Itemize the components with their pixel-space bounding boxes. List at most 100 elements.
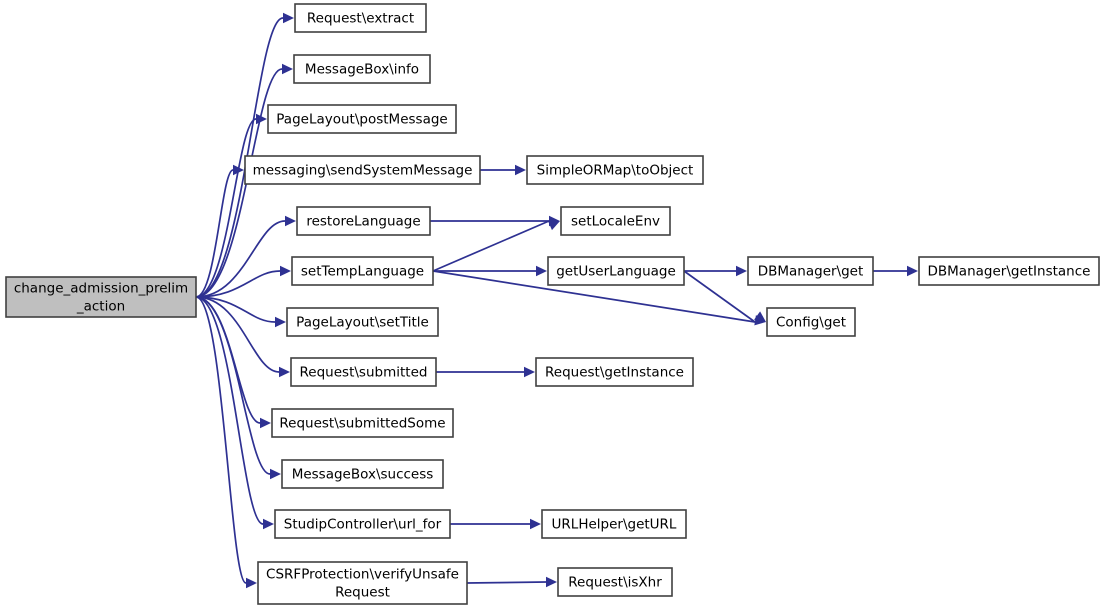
node-label: Config\get: [776, 315, 846, 331]
edges-layer: [195, 12, 918, 589]
node-label: PageLayout\postMessage: [276, 112, 447, 128]
call-edge: [195, 296, 274, 530]
edge-line: [195, 296, 271, 475]
arrowhead-icon: [754, 311, 766, 322]
graph-node-dbmanager-get[interactable]: DBManager\get: [747, 256, 874, 286]
node-box[interactable]: [257, 561, 468, 605]
edge-line: [466, 581, 547, 584]
node-label-line2: _action: [76, 299, 125, 315]
arrowhead-icon: [233, 164, 244, 176]
node-box[interactable]: [560, 206, 671, 236]
graph-node-simpleormap-toobject[interactable]: SimpleORMap\toObject: [526, 155, 704, 185]
graph-node-messagebox-success[interactable]: MessageBox\success: [281, 459, 444, 489]
graph-node-request-submittedsome[interactable]: Request\submittedSome: [271, 408, 454, 438]
node-box[interactable]: [294, 3, 427, 33]
node-box[interactable]: [535, 357, 694, 387]
node-label: Request\submitted: [300, 365, 428, 381]
graph-node-settemplanguage[interactable]: setTempLanguage: [291, 256, 434, 286]
arrowhead-icon: [256, 113, 267, 125]
node-box[interactable]: [296, 206, 431, 236]
graph-node-pagelayout-postmessage[interactable]: PageLayout\postMessage: [267, 104, 457, 134]
node-label: setLocaleEnv: [571, 214, 660, 230]
node-label: SimpleORMap\toObject: [537, 163, 694, 179]
graph-node-messagebox-info[interactable]: MessageBox\info: [293, 54, 431, 84]
call-edge: [433, 265, 547, 277]
arrowhead-icon: [283, 12, 294, 24]
graph-node-messaging-sendsystemmessage[interactable]: messaging\sendSystemMessage: [244, 155, 481, 185]
call-edge: [436, 366, 535, 378]
graph-node-studipcontroller-url-for[interactable]: StudipController\url_for: [274, 509, 451, 539]
arrowhead-icon: [246, 577, 257, 589]
node-label-line1: CSRFProtection\verifyUnsafe: [266, 567, 459, 583]
call-edge: [480, 164, 526, 176]
graph-node-setlocaleenv[interactable]: setLocaleEnv: [560, 206, 671, 236]
call-edge: [195, 12, 294, 298]
node-box[interactable]: [547, 256, 685, 286]
node-label: DBManager\getInstance: [928, 264, 1091, 280]
node-box[interactable]: [274, 509, 451, 539]
call-edge: [684, 265, 747, 277]
arrowhead-icon: [280, 265, 291, 277]
edge-line: [195, 296, 261, 424]
arrowhead-icon: [907, 265, 918, 277]
arrowhead-icon: [536, 265, 547, 277]
node-box[interactable]: [291, 256, 434, 286]
node-box[interactable]: [267, 104, 457, 134]
node-box[interactable]: [557, 567, 673, 597]
node-box[interactable]: [281, 459, 444, 489]
call-edge: [195, 296, 281, 480]
graph-node-pagelayout-settitle[interactable]: PageLayout\setTitle: [286, 307, 439, 337]
arrowhead-icon: [546, 576, 557, 588]
node-label: URLHelper\getURL: [552, 517, 677, 533]
node-box[interactable]: [526, 155, 704, 185]
nodes-layer: change_admission_prelim_action Request\ex…: [5, 3, 1100, 605]
node-box[interactable]: [918, 256, 1100, 286]
node-label: PageLayout\setTitle: [296, 315, 429, 331]
node-box[interactable]: [5, 276, 197, 318]
graph-node-urlhelper-geturl[interactable]: URLHelper\getURL: [541, 509, 687, 539]
graph-node-request-extract[interactable]: Request\extract: [294, 3, 427, 33]
node-box[interactable]: [747, 256, 874, 286]
call-edge: [195, 164, 244, 298]
node-box[interactable]: [766, 307, 856, 337]
node-label: messaging\sendSystemMessage: [253, 163, 473, 179]
node-box[interactable]: [290, 357, 437, 387]
arrowhead-icon: [263, 518, 274, 530]
graph-node-root[interactable]: change_admission_prelim_action: [5, 276, 197, 318]
node-label: Request\isXhr: [568, 575, 662, 591]
call-edge: [466, 576, 557, 588]
arrowhead-icon: [260, 417, 271, 429]
graph-node-request-getinstance[interactable]: Request\getInstance: [535, 357, 694, 387]
edge-line: [195, 296, 280, 373]
node-box[interactable]: [271, 408, 454, 438]
node-label: Request\getInstance: [545, 365, 684, 381]
graph-node-getuserlanguage[interactable]: getUserLanguage: [547, 256, 685, 286]
arrowhead-icon: [279, 366, 290, 378]
graph-node-config-get[interactable]: Config\get: [766, 307, 856, 337]
call-edge: [450, 518, 541, 530]
arrowhead-icon: [275, 316, 286, 328]
call-edge: [195, 296, 286, 328]
arrowhead-icon: [524, 366, 535, 378]
node-box[interactable]: [541, 509, 687, 539]
call-edge: [195, 296, 257, 589]
call-edge: [195, 265, 291, 298]
arrowhead-icon: [547, 220, 560, 231]
node-label: restoreLanguage: [306, 214, 420, 230]
arrowhead-icon: [515, 164, 526, 176]
node-label: MessageBox\success: [292, 467, 434, 483]
graph-node-restorelanguage[interactable]: restoreLanguage: [296, 206, 431, 236]
node-box[interactable]: [293, 54, 431, 84]
edge-line: [195, 296, 247, 584]
graph-node-dbmanager-getinstance[interactable]: DBManager\getInstance: [918, 256, 1100, 286]
call-edge: [873, 265, 918, 277]
node-box[interactable]: [286, 307, 439, 337]
node-box[interactable]: [244, 155, 481, 185]
node-label: Request\submittedSome: [279, 416, 445, 432]
graph-node-request-isxhr[interactable]: Request\isXhr: [557, 567, 673, 597]
graph-node-request-submitted[interactable]: Request\submitted: [290, 357, 437, 387]
edge-line: [195, 169, 234, 298]
